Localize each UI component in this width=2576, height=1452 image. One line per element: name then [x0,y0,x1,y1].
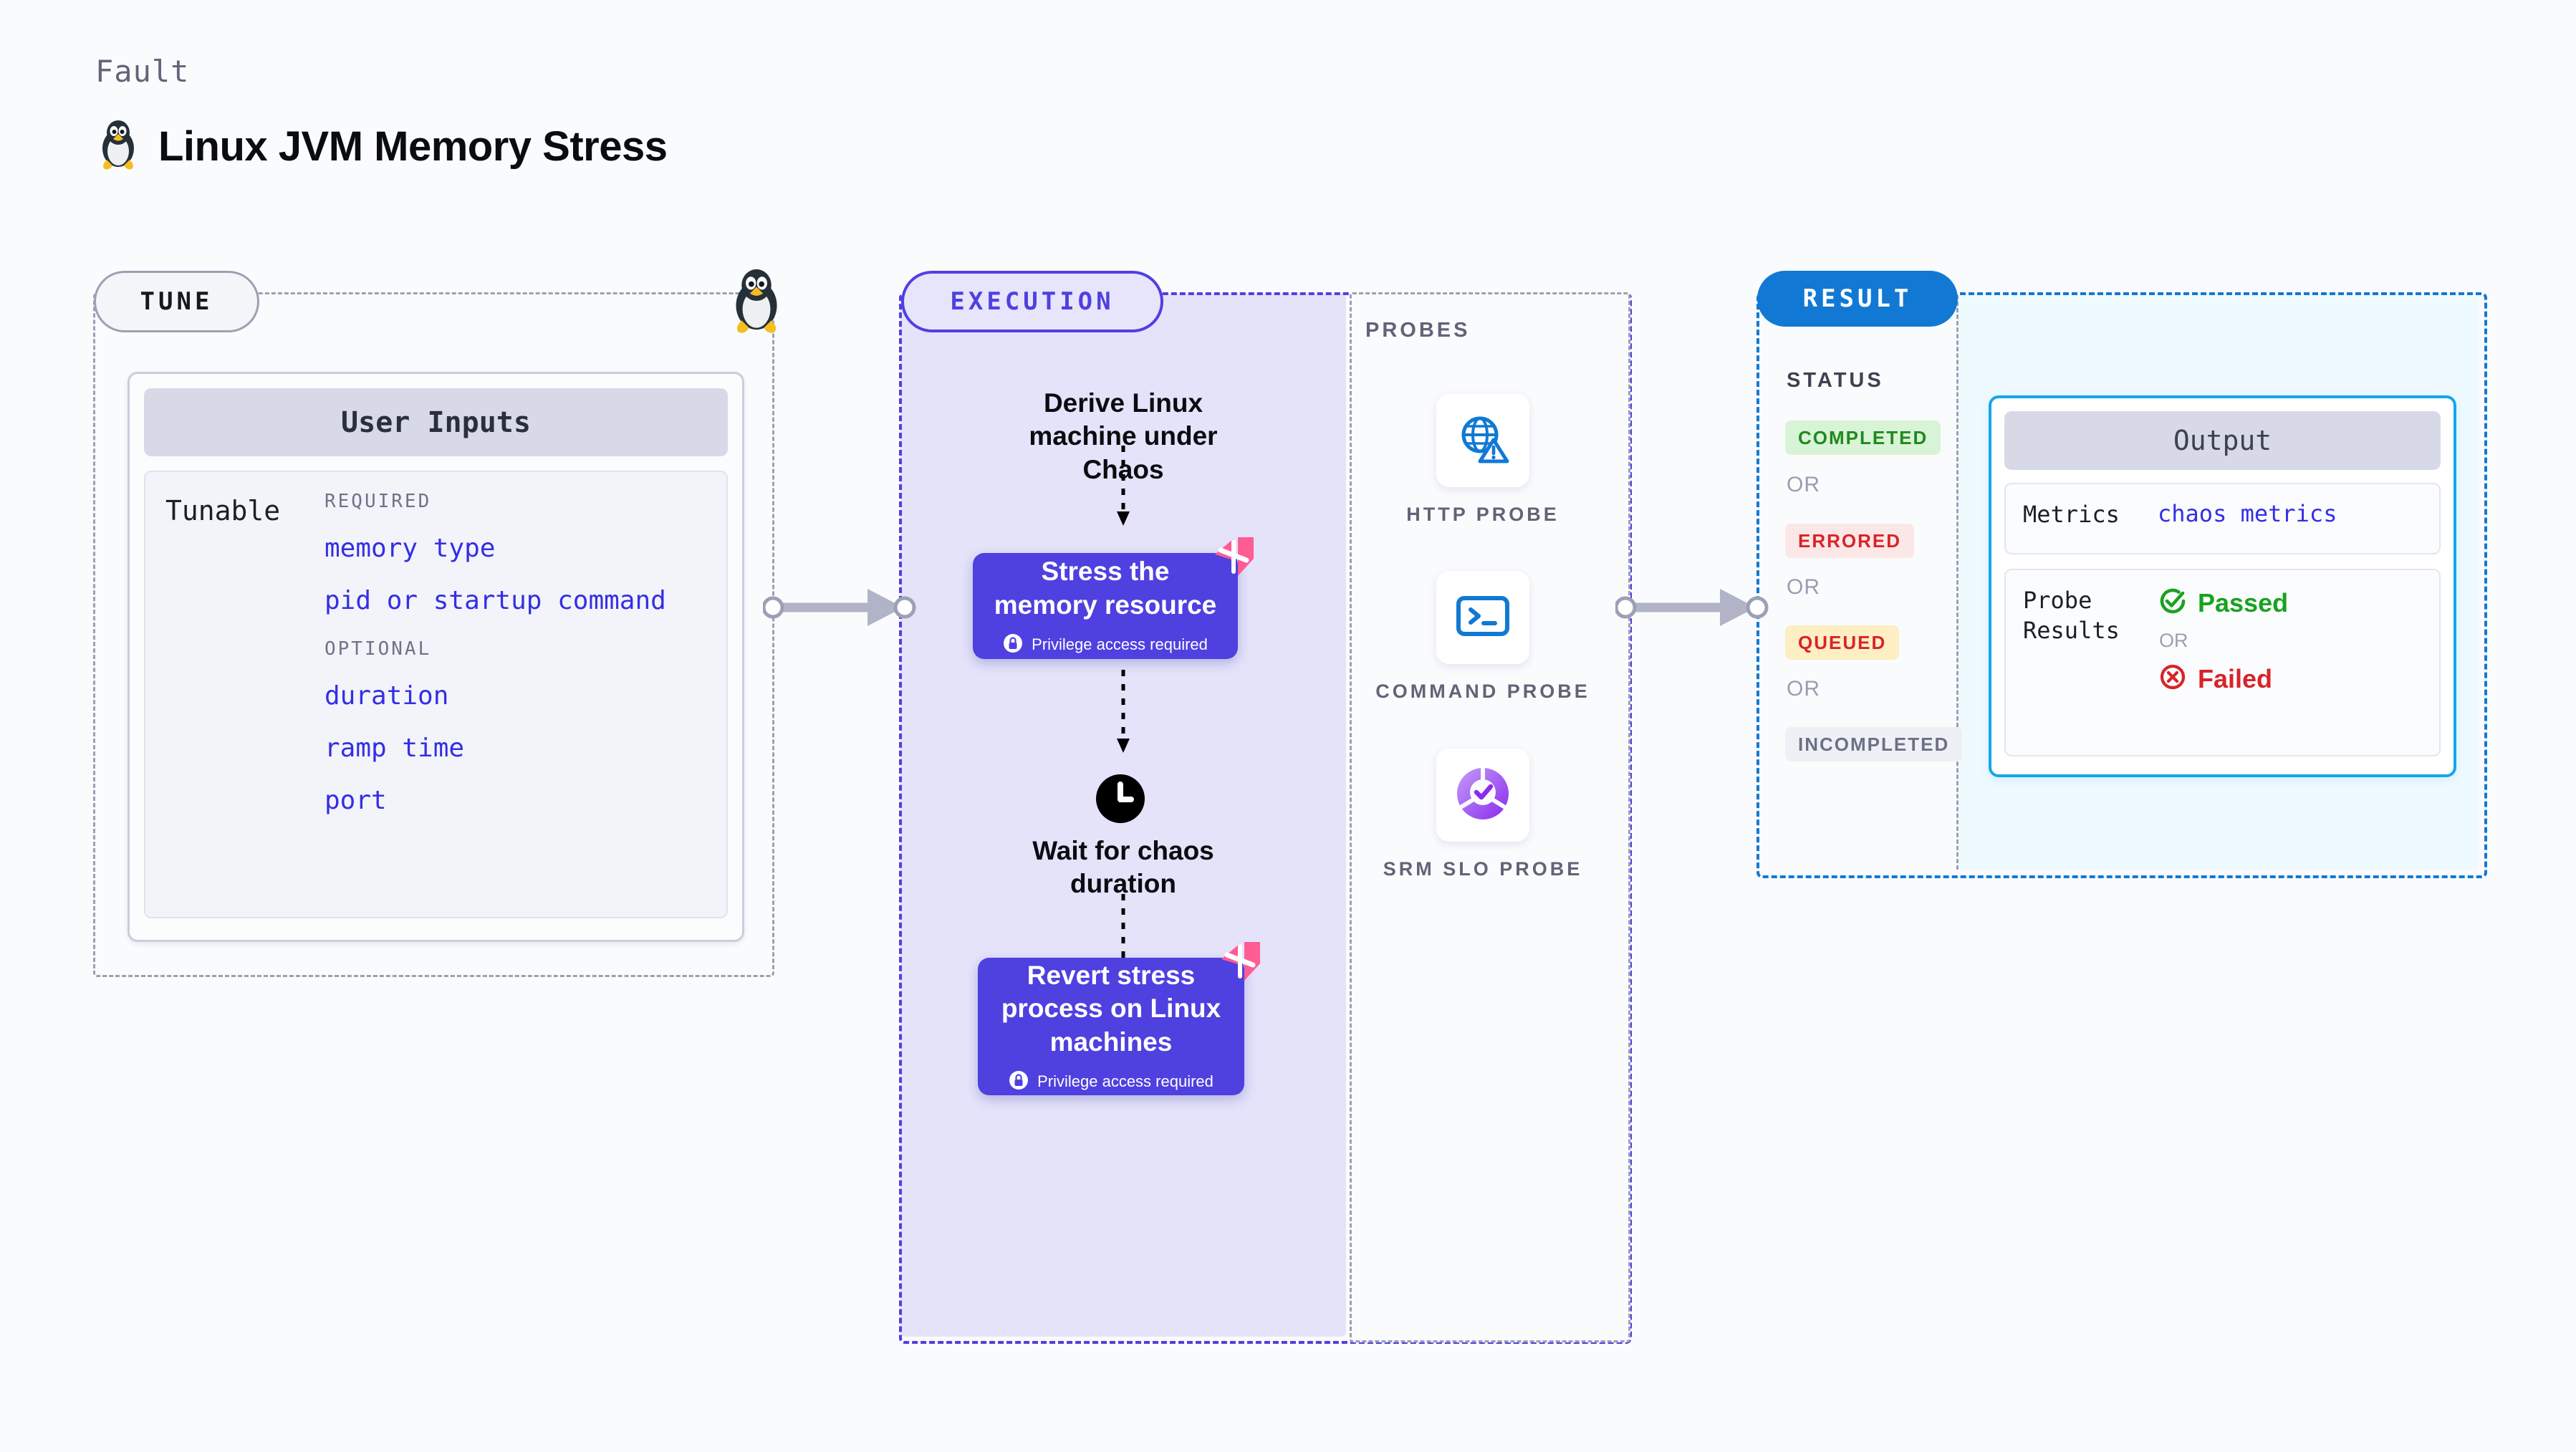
tune-pill-label: TUNE [94,271,259,332]
output-card: Output Metrics chaos metrics Probe Resul… [1989,395,2456,777]
probe-tile-srm-slo[interactable] [1436,749,1529,842]
output-title: Output [2004,411,2441,470]
status-or-2: OR [1787,575,1820,599]
output-probe-results-key: Probe Results [2023,587,2120,644]
tunable-group-heading-required: REQUIRED [325,491,432,512]
probe-tile-command[interactable] [1436,571,1529,664]
execution-step-stress-memory[interactable]: Stress the memory resource Privilege acc… [973,537,1254,659]
probe-result-passed: Passed [2158,586,2439,620]
flow-arrow-down [1109,670,1138,759]
globe-warning-icon [1455,411,1511,471]
privilege-note: Privilege access required [1009,1070,1213,1094]
probe-label-command: COMMAND PROBE [1375,681,1590,702]
probe-result-failed: Failed [2158,662,2439,696]
page-header: Linux JVM Memory Stress [95,118,668,175]
probe-label-srm-slo: SRM SLO PROBE [1383,858,1583,880]
status-or-1: OR [1787,473,1820,496]
tunable-item[interactable]: duration [325,681,449,711]
output-metrics-row: Metrics chaos metrics [2004,483,2441,554]
output-metrics-key: Metrics [2023,501,2120,528]
flow-arrow-down [1109,446,1138,532]
status-badge-errored: ERRORED [1785,524,1915,558]
result-panel [1756,292,2487,878]
linux-penguin-decoration-icon [722,266,791,335]
probe-result-values: Passed OR Failed [2158,586,2439,739]
status-badge-completed: COMPLETED [1785,420,1941,455]
terminal-icon [1455,594,1511,642]
execution-step-revert-stress[interactable]: Revert stress process on Linux machines … [978,942,1260,1095]
page-eyebrow: Fault [95,54,190,89]
tunables-body: Tunable REQUIRED memory type pid or star… [144,471,728,918]
status-badge-queued: QUEUED [1785,625,1900,660]
execution-card-title: Revert stress process on Linux machines [1001,961,1221,1057]
result-pill-label: RESULT [1757,271,1958,327]
user-inputs-card: User Inputs Tunable REQUIRED memory type… [128,372,744,942]
connector-tune-to-execution [761,582,917,637]
check-circle-icon [2158,586,2188,620]
execution-step-wait: Wait for chaos duration [1032,836,1214,899]
harness-logo-icon [1209,534,1256,582]
output-metrics-value[interactable]: chaos metrics [2158,500,2337,527]
result-panel-divider [1956,295,1959,870]
harness-logo-icon [1216,939,1263,986]
execution-pill-label: EXECUTION [901,271,1163,332]
x-circle-icon [2158,662,2188,696]
probe-tile-http[interactable] [1436,394,1529,487]
lock-icon [1009,1070,1029,1094]
probe-result-or: OR [2159,630,2188,651]
execution-step-derive: Derive Linux machine under Chaos [1029,388,1218,484]
probe-result-failed-label: Failed [2198,663,2273,693]
tunable-label: Tunable [165,495,281,527]
probes-title: PROBES [1365,319,1471,342]
probe-label-http: HTTP PROBE [1406,504,1559,525]
privilege-note: Privilege access required [1003,633,1208,657]
status-title: STATUS [1787,369,1884,392]
tunable-item[interactable]: pid or startup command [325,586,666,615]
status-badge-incompleted: INCOMPLETED [1785,727,1963,761]
user-inputs-title: User Inputs [144,388,728,456]
tunable-item[interactable]: ramp time [325,734,465,763]
linux-penguin-icon [95,118,141,175]
execution-panel [899,292,1632,1344]
status-or-3: OR [1787,677,1820,701]
slo-check-icon [1452,763,1514,828]
privilege-note-text: Privilege access required [1032,635,1208,654]
tunable-list: REQUIRED memory type pid or startup comm… [325,491,726,917]
page-title: Linux JVM Memory Stress [158,123,668,170]
lock-icon [1003,633,1023,657]
tunable-item[interactable]: memory type [325,534,496,563]
execution-card-title: Stress the memory resource [994,557,1217,620]
tune-panel [93,292,774,977]
tunable-group-heading-optional: OPTIONAL [325,638,432,660]
privilege-note-text: Privilege access required [1037,1072,1213,1091]
probe-result-passed-label: Passed [2198,587,2289,617]
connector-execution-to-result [1614,582,1769,637]
clock-icon [1093,771,1148,830]
output-probe-results-row: Probe Results Passed OR [2004,569,2441,756]
tunable-item[interactable]: port [325,786,387,815]
